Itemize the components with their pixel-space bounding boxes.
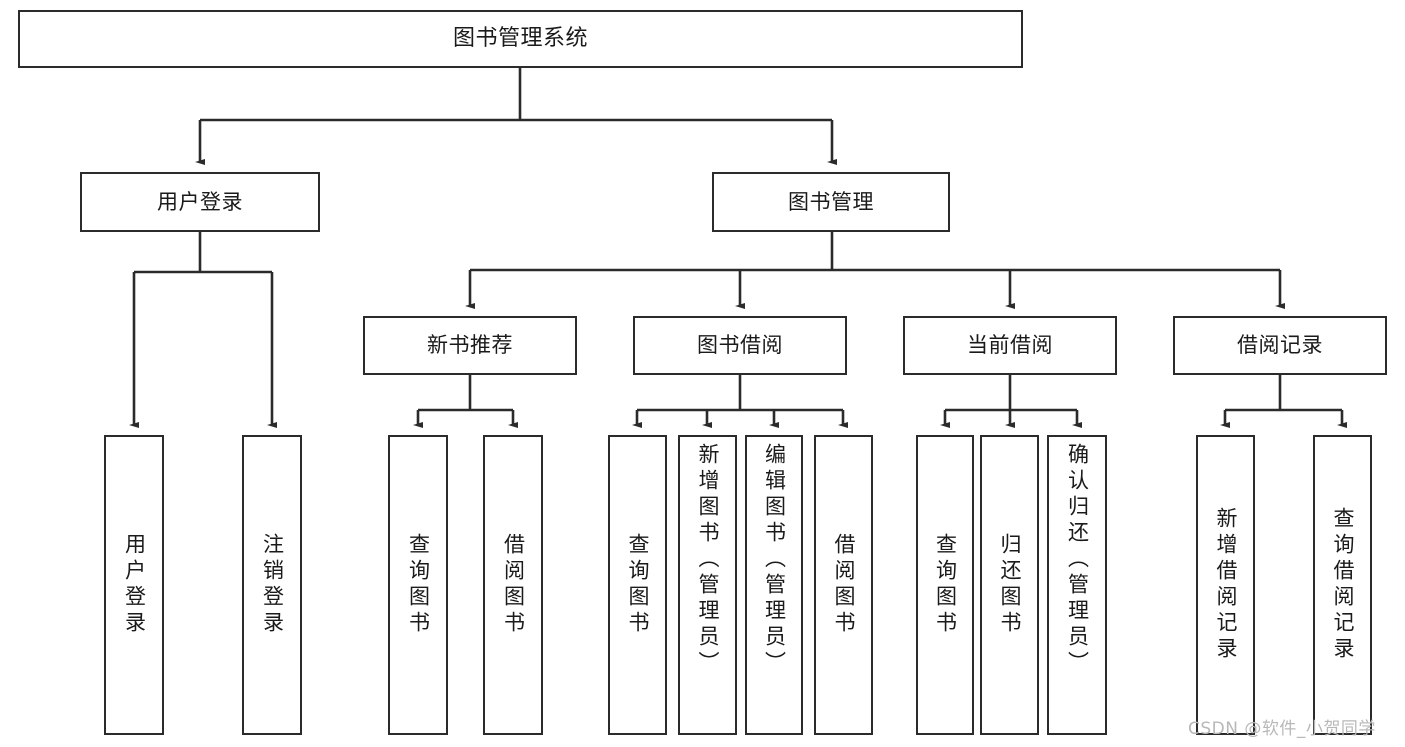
node-label: 查询图书 xyxy=(626,533,650,637)
node-leaf-query-book-recommend[interactable]: 查询图书 xyxy=(388,435,448,735)
node-label: 编辑图书（管理员） xyxy=(762,443,787,677)
node-current-borrow[interactable]: 当前借阅 xyxy=(903,316,1117,375)
node-leaf-add-borrow-record[interactable]: 新增借阅记录 xyxy=(1196,435,1255,735)
node-leaf-borrow-book-recommend[interactable]: 借阅图书 xyxy=(483,435,543,735)
node-leaf-borrow-book[interactable]: 借阅图书 xyxy=(814,435,873,735)
node-label: 查询借阅记录 xyxy=(1331,507,1355,663)
csdn-watermark: CSDN @软件_小贺同学 xyxy=(1188,719,1376,739)
node-leaf-logout[interactable]: 注销登录 xyxy=(242,435,302,735)
node-leaf-query-borrow-record[interactable]: 查询借阅记录 xyxy=(1313,435,1372,735)
node-label: 归还图书 xyxy=(998,533,1022,637)
node-label: 查询图书 xyxy=(406,533,431,637)
node-book-borrow[interactable]: 图书借阅 xyxy=(633,316,847,375)
node-label: 注销登录 xyxy=(260,533,285,637)
node-book-management[interactable]: 图书管理 xyxy=(712,172,950,232)
node-leaf-query-book-current[interactable]: 查询图书 xyxy=(916,435,974,735)
node-leaf-edit-book-admin[interactable]: 编辑图书（管理员） xyxy=(745,435,803,735)
node-borrow-record[interactable]: 借阅记录 xyxy=(1173,316,1387,375)
node-leaf-user-login[interactable]: 用户登录 xyxy=(104,435,164,735)
node-label: 图书管理系统 xyxy=(452,26,588,52)
node-label: 借阅图书 xyxy=(501,533,526,637)
node-leaf-add-book-admin[interactable]: 新增图书（管理员） xyxy=(678,435,737,735)
node-label: 新增图书（管理员） xyxy=(696,443,720,677)
node-leaf-query-book-borrow[interactable]: 查询图书 xyxy=(608,435,667,735)
node-new-book-recommend[interactable]: 新书推荐 xyxy=(363,316,577,375)
node-label: 借阅图书 xyxy=(832,533,856,637)
node-leaf-return-book[interactable]: 归还图书 xyxy=(980,435,1039,735)
node-label: 新书推荐 xyxy=(427,333,513,358)
node-label: 用户登录 xyxy=(157,189,243,214)
node-label: 图书借阅 xyxy=(697,333,783,358)
node-label: 查询图书 xyxy=(933,533,958,637)
node-library-management-system[interactable]: 图书管理系统 xyxy=(18,10,1023,68)
node-label: 当前借阅 xyxy=(967,333,1053,358)
node-label: 用户登录 xyxy=(122,533,147,637)
node-label: 图书管理 xyxy=(788,189,874,214)
node-leaf-confirm-return-admin[interactable]: 确认归还（管理员） xyxy=(1047,435,1107,735)
node-user-login[interactable]: 用户登录 xyxy=(80,172,320,232)
node-label: 确认归还（管理员） xyxy=(1065,443,1090,677)
node-label: 新增借阅记录 xyxy=(1214,507,1238,663)
node-label: 借阅记录 xyxy=(1237,333,1323,358)
